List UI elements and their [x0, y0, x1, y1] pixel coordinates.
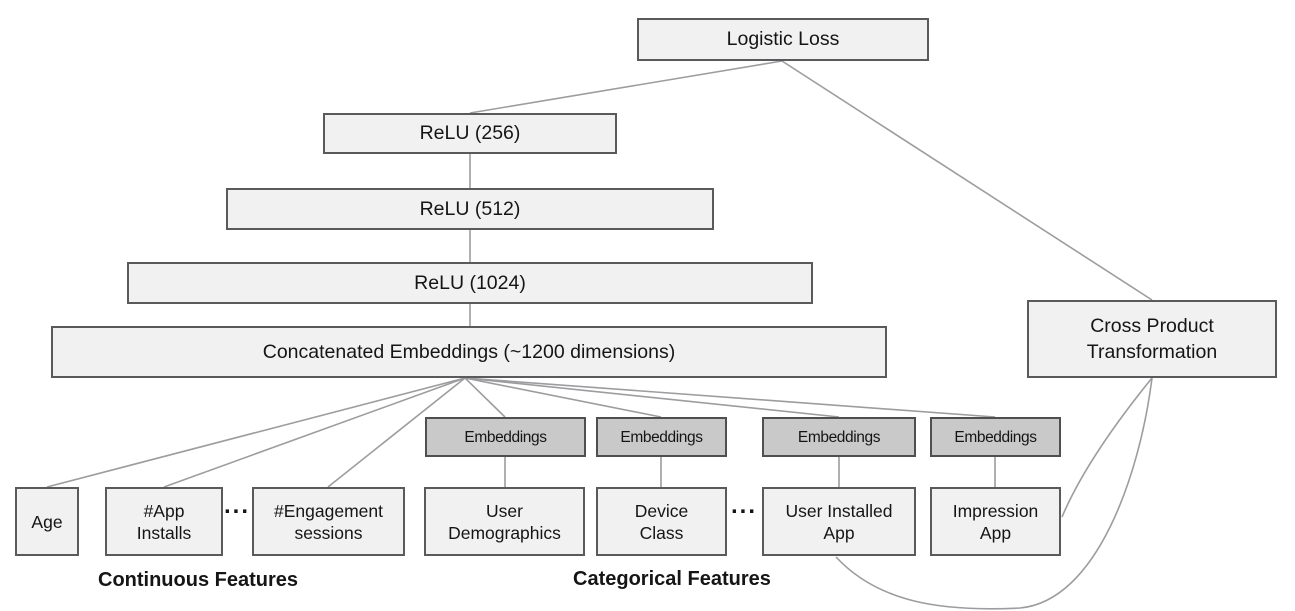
edge-concat-to-embeddings-1 — [464, 377, 506, 418]
edge-concat-to-embeddings-2 — [464, 377, 662, 418]
edge-concat-to-embeddings-4 — [464, 377, 996, 418]
node-embeddings-4: Embeddings — [930, 417, 1061, 457]
ellipsis-categorical-features: ... — [730, 492, 758, 519]
edge-logistic-loss-to-relu256 — [469, 60, 783, 114]
node-relu-256: ReLU (256) — [323, 113, 617, 154]
node-device-class: Device Class — [596, 487, 727, 556]
label-categorical-features: Categorical Features — [573, 568, 771, 590]
node-app-installs: #App Installs — [105, 487, 223, 556]
node-user-demographics: User Demographics — [424, 487, 585, 556]
label-continuous-features: Continuous Features — [98, 569, 299, 591]
edge-concat-to-embeddings-3 — [464, 377, 840, 418]
node-cross-product-transformation: Cross Product Transformation — [1027, 300, 1277, 378]
edge-cross-product-to-impression-app — [1061, 377, 1153, 518]
ellipsis-continuous-features: ... — [223, 492, 251, 519]
node-relu-1024: ReLU (1024) — [127, 262, 813, 304]
node-user-installed-app: User Installed App — [762, 487, 916, 556]
node-concatenated-embeddings: Concatenated Embeddings (~1200 dimension… — [51, 326, 887, 378]
node-relu-512: ReLU (512) — [226, 188, 714, 230]
node-embeddings-3: Embeddings — [762, 417, 916, 457]
edge-concat-to-app-installs — [163, 377, 466, 488]
node-embeddings-2: Embeddings — [596, 417, 727, 457]
node-engagement-sessions: #Engagement sessions — [252, 487, 405, 556]
edge-concat-to-engagement-sessions — [327, 377, 466, 488]
node-logistic-loss: Logistic Loss — [637, 18, 929, 61]
edge-user-installed-app-to-cross-product — [835, 377, 1153, 610]
node-embeddings-1: Embeddings — [425, 417, 586, 457]
node-age: Age — [15, 487, 79, 556]
node-impression-app: Impression App — [930, 487, 1061, 556]
edge-logistic-loss-to-cross-product — [781, 60, 1153, 301]
edge-concat-to-age — [46, 377, 466, 488]
